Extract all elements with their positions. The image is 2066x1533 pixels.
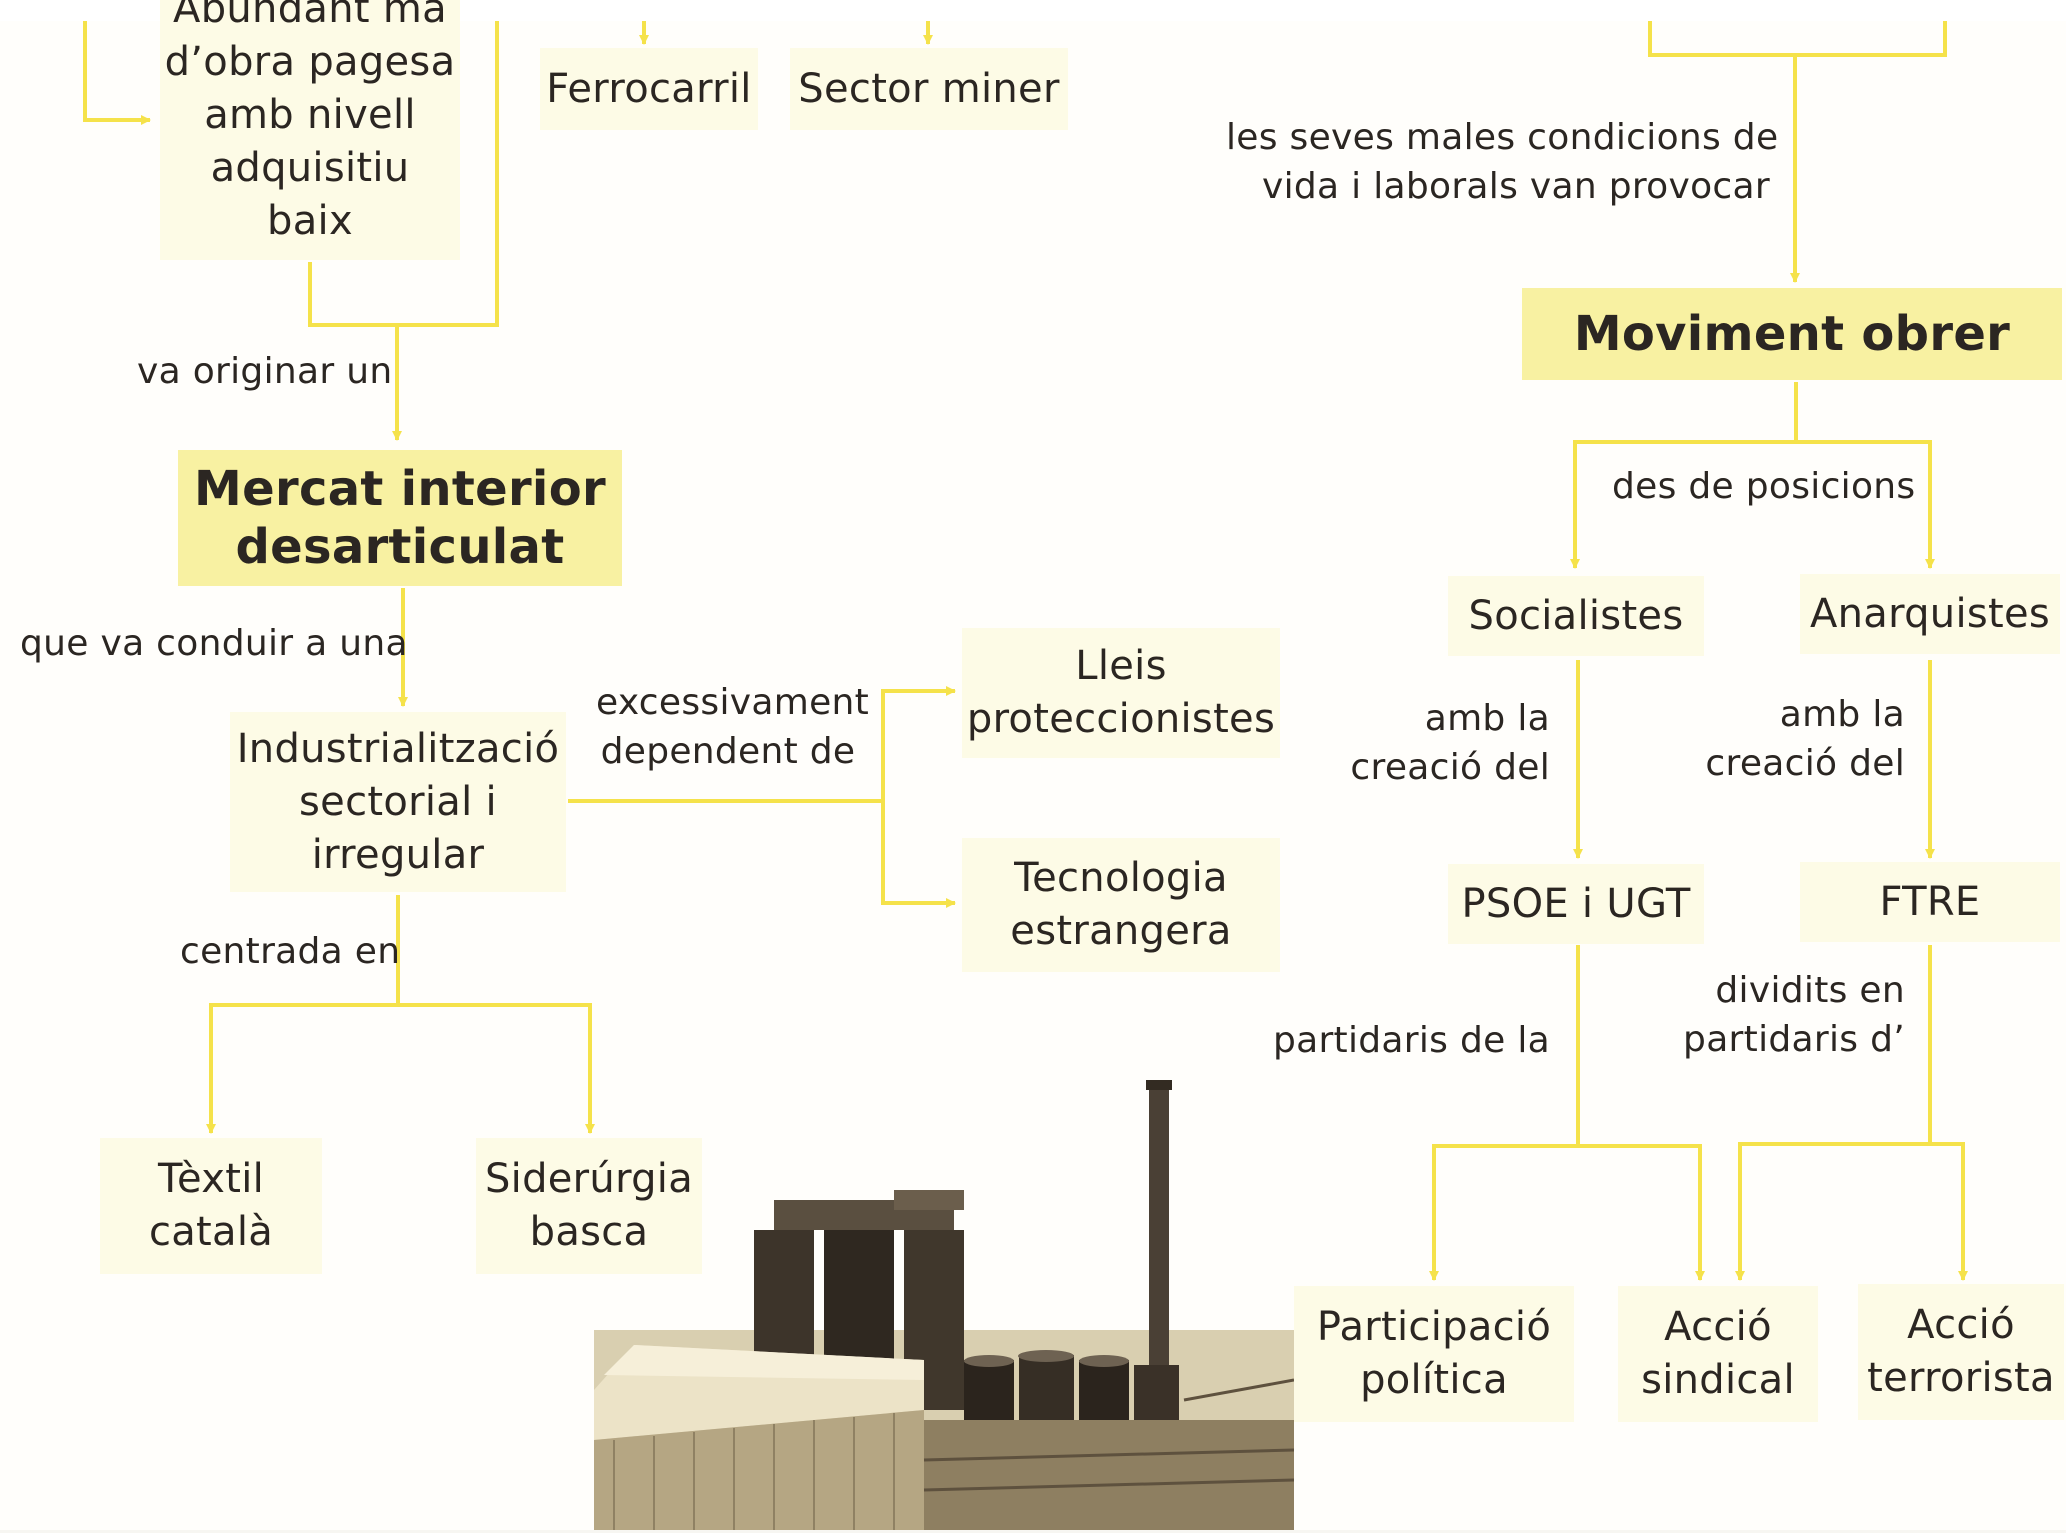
box-participacio-politica: Participació política — [1294, 1286, 1574, 1422]
arrow-into-ma-obra — [83, 20, 151, 125]
box-socialistes: Socialistes — [1448, 576, 1704, 656]
label-va-originar: va originar un — [137, 351, 393, 392]
arrow-ftre-to-terrorista — [1930, 1142, 1968, 1281]
arrow-moviment-split — [1570, 382, 1798, 569]
box-accio-sindical: Acció sindical — [1618, 1286, 1818, 1422]
box-psoe-ugt: PSOE i UGT — [1448, 864, 1704, 944]
box-tecnologia: Tecnologia estrangera — [962, 838, 1280, 972]
arrow-to-lleis — [881, 686, 956, 801]
label-partidaris-de-la: partidaris de la — [1272, 1020, 1550, 1061]
box-lleis: Lleis proteccionistes — [962, 628, 1280, 758]
arrow-psoe-split — [1429, 945, 1580, 1281]
connector-top-right — [1648, 20, 1947, 57]
arrow-to-siderurgia — [398, 1003, 595, 1134]
arrow-ftre-split — [1735, 945, 1932, 1281]
steelworks-photo — [594, 1080, 1294, 1530]
connector-right-branch — [397, 20, 499, 327]
label-que-va-conduir: que va conduir a una — [20, 623, 408, 664]
box-moviment-obrer: Moviment obrer — [1522, 288, 2062, 380]
top-page-edge — [0, 0, 2066, 21]
box-textil: Tèxtil català — [100, 1138, 322, 1274]
arrow-ma-obra-to-mercat — [308, 262, 402, 441]
box-anarquistes: Anarquistes — [1800, 574, 2060, 654]
label-amb-la-creacio-socialistes: amb la creació del — [1350, 698, 1550, 788]
box-accio-terrorista: Acció terrorista — [1858, 1284, 2064, 1420]
box-ferrocarril: Ferrocarril — [540, 48, 758, 130]
arrow-to-anarquistes — [1796, 440, 1935, 569]
box-industrialitzacio: Industrialització sectorial i irregular — [230, 712, 566, 892]
label-dividits-en: dividits en partidaris d’ — [1683, 970, 1905, 1060]
label-centrada-en: centrada en — [180, 931, 401, 972]
arrow-centrada-split — [206, 895, 400, 1134]
label-excessivament: excessivament dependent de — [596, 682, 870, 772]
box-ftre: FTRE — [1800, 862, 2060, 942]
arrow-to-tecnologia — [881, 801, 956, 908]
arrow-psoe-to-sindical — [1578, 1144, 1705, 1281]
label-males-condicions: les seves males condicions de vida i lab… — [1226, 117, 1779, 207]
box-sector-miner: Sector miner — [790, 48, 1068, 130]
box-mercat-interior: Mercat interior desarticulat — [178, 450, 622, 586]
label-des-de-posicions: des de posicions — [1612, 466, 1916, 507]
label-amb-la-creacio-anarquistes: amb la creació del — [1705, 694, 1905, 784]
box-siderurgia: Siderúrgia basca — [476, 1138, 702, 1274]
box-ma-obra: Abundant mà d’obra pagesa amb nivell adq… — [160, 0, 460, 260]
